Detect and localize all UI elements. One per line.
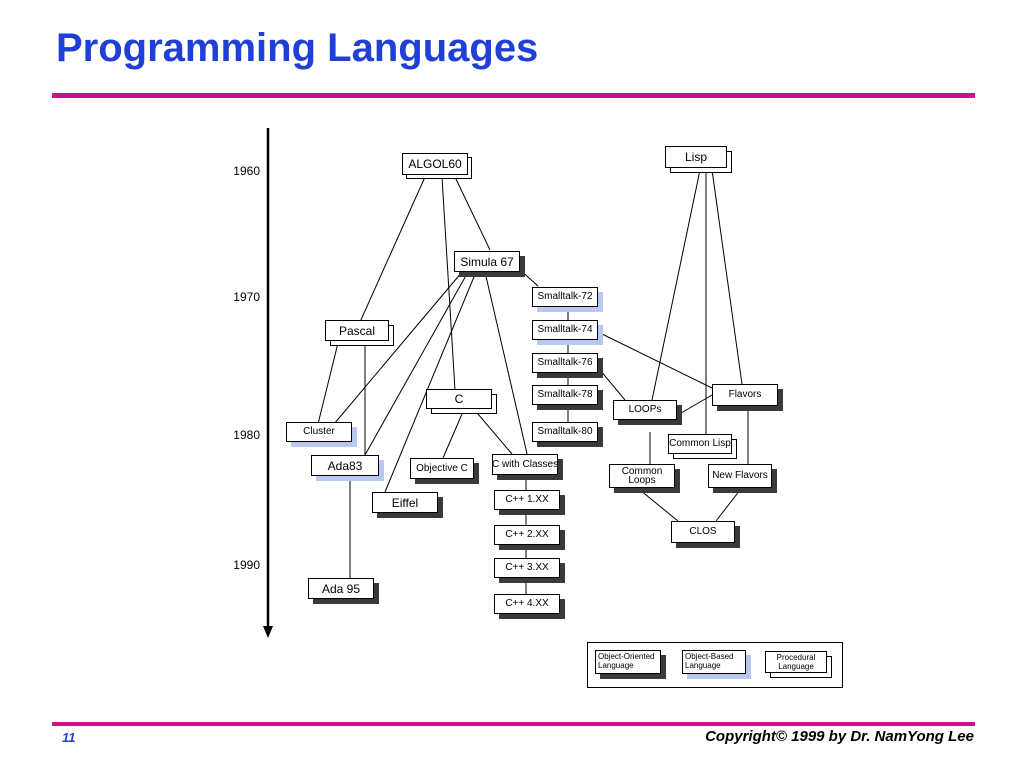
title-divider <box>52 93 975 98</box>
node-cpp3: C++ 3.XX <box>494 558 560 578</box>
node-smalltalk74: Smalltalk-74 <box>532 320 598 340</box>
node-ada83: Ada83 <box>311 455 379 476</box>
node-cpp1: C++ 1.XX <box>494 490 560 510</box>
footer-divider <box>52 722 975 726</box>
legend-procedural: Procedural Language <box>765 651 827 673</box>
node-ada95: Ada 95 <box>308 578 374 599</box>
slide-number: 11 <box>62 730 76 745</box>
node-clos: CLOS <box>671 521 735 543</box>
node-eiffel: Eiffel <box>372 492 438 513</box>
node-smalltalk72: Smalltalk-72 <box>532 287 598 307</box>
copyright: Copyright© 1999 by Dr. NamYong Lee <box>705 728 974 745</box>
timeline-arrowhead <box>263 626 273 638</box>
legend-object-based: Object-Based Language <box>682 650 746 674</box>
legend <box>587 642 843 688</box>
node-cluster: Cluster <box>286 422 352 442</box>
node-algol60: ALGOL60 <box>402 153 468 175</box>
node-loops: LOOPs <box>613 400 677 420</box>
node-c: C <box>426 389 492 409</box>
node-pascal: Pascal <box>325 320 389 341</box>
year-label: 1990 <box>233 558 260 572</box>
node-cpp4: C++ 4.XX <box>494 594 560 614</box>
node-simula67: Simula 67 <box>454 251 520 272</box>
node-cpp2: C++ 2.XX <box>494 525 560 545</box>
legend-object-oriented: Object-Oriented Language <box>595 650 661 674</box>
page-title: Programming Languages <box>56 26 539 70</box>
year-label: 1980 <box>233 428 260 442</box>
node-common-lisp: Common Lisp <box>668 434 732 454</box>
node-c-with-classes: C with Classes <box>492 454 558 475</box>
node-smalltalk78: Smalltalk-78 <box>532 385 598 405</box>
node-common-loops: Common Loops <box>609 464 675 488</box>
year-label: 1970 <box>233 290 260 304</box>
node-smalltalk76: Smalltalk-76 <box>532 353 598 373</box>
node-new-flavors: New Flavors <box>708 464 772 488</box>
year-label: 1960 <box>233 164 260 178</box>
node-flavors: Flavors <box>712 384 778 406</box>
node-objective-c: Objective C <box>410 458 474 479</box>
node-smalltalk80: Smalltalk-80 <box>532 422 598 442</box>
node-lisp: Lisp <box>665 146 727 168</box>
